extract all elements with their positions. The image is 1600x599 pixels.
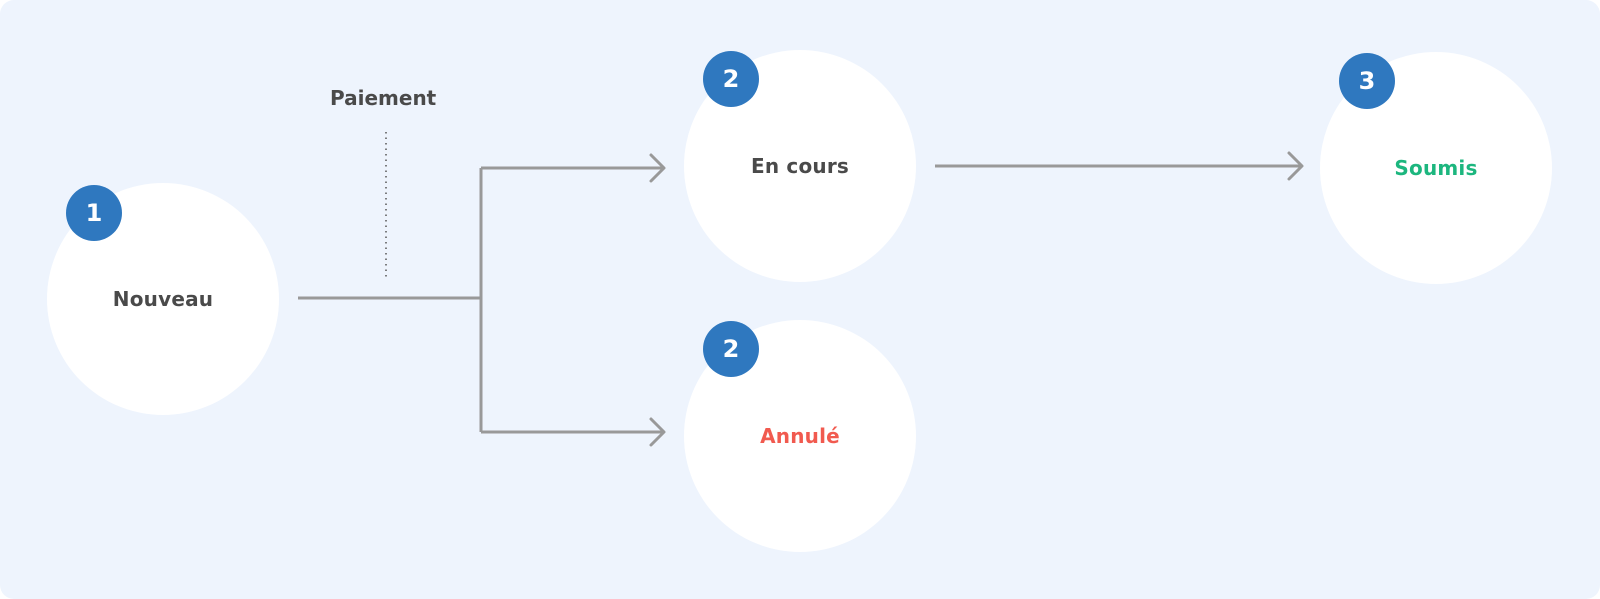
step-badge-soumis: 3: [1339, 53, 1395, 109]
step-badge-nouveau: 1: [66, 185, 122, 241]
arrow-head-annule: [649, 417, 666, 447]
node-nouveau-label: Nouveau: [112, 287, 214, 311]
node-soumis-label: Soumis: [1394, 156, 1478, 180]
step-badge-annule: 2: [703, 321, 759, 377]
node-annule-label: Annulé: [760, 424, 840, 448]
node-nouveau: Nouveau: [47, 183, 279, 415]
node-en-cours-label: En cours: [750, 154, 850, 178]
edge-label-paiement: Paiement: [330, 86, 437, 110]
arrow-head-en-cours: [649, 153, 666, 183]
step-badge-en-cours: 2: [703, 51, 759, 107]
arrow-head-soumis: [1287, 151, 1304, 181]
node-en-cours: En cours: [684, 50, 916, 282]
